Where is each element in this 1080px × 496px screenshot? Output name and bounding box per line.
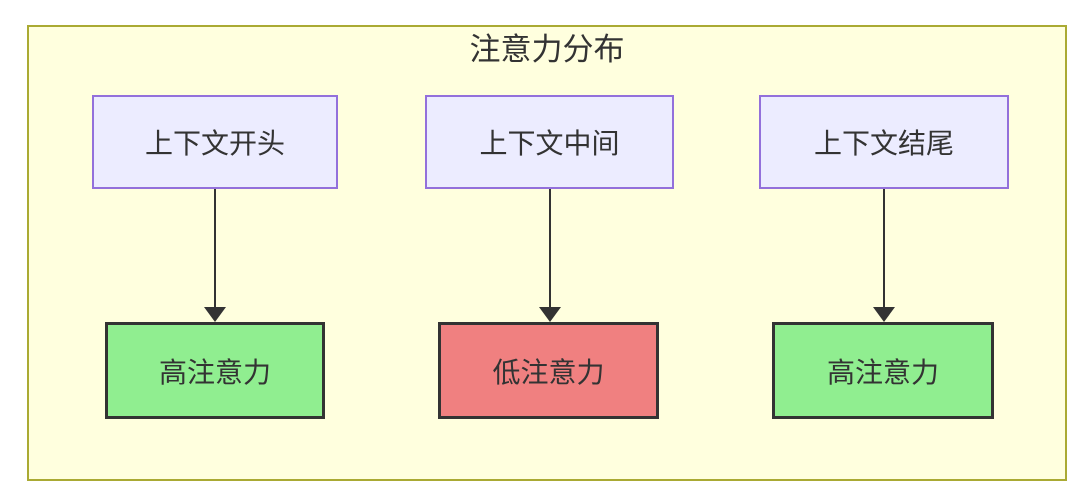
arrowhead-down-icon [204, 307, 226, 322]
arrowhead-down-icon [539, 307, 561, 322]
node-high-attention-left: 高注意力 [105, 322, 325, 419]
node-low-attention: 低注意力 [438, 322, 659, 419]
node-context-middle: 上下文中间 [425, 95, 674, 189]
edge-end-to-high [873, 189, 895, 322]
node-label: 上下文中间 [479, 128, 620, 159]
node-high-attention-right: 高注意力 [772, 322, 994, 419]
subgraph-attention-distribution: 注意力分布 上下文开头 上下文中间 上下文结尾 高注意力 低 [27, 25, 1067, 481]
node-context-beginning: 上下文开头 [92, 95, 338, 189]
node-context-end: 上下文结尾 [759, 95, 1009, 189]
diagram-title: 注意力分布 [469, 32, 625, 67]
edge-line [214, 189, 216, 307]
edge-middle-to-low [539, 189, 561, 322]
node-label: 上下文开头 [144, 128, 285, 159]
edge-line [883, 189, 885, 307]
node-label: 高注意力 [826, 356, 939, 388]
arrowhead-down-icon [873, 307, 895, 322]
node-label: 低注意力 [492, 356, 605, 388]
node-label: 高注意力 [158, 356, 271, 388]
edge-beginning-to-high [204, 189, 226, 322]
node-label: 上下文结尾 [813, 128, 954, 159]
edge-line [549, 189, 551, 307]
